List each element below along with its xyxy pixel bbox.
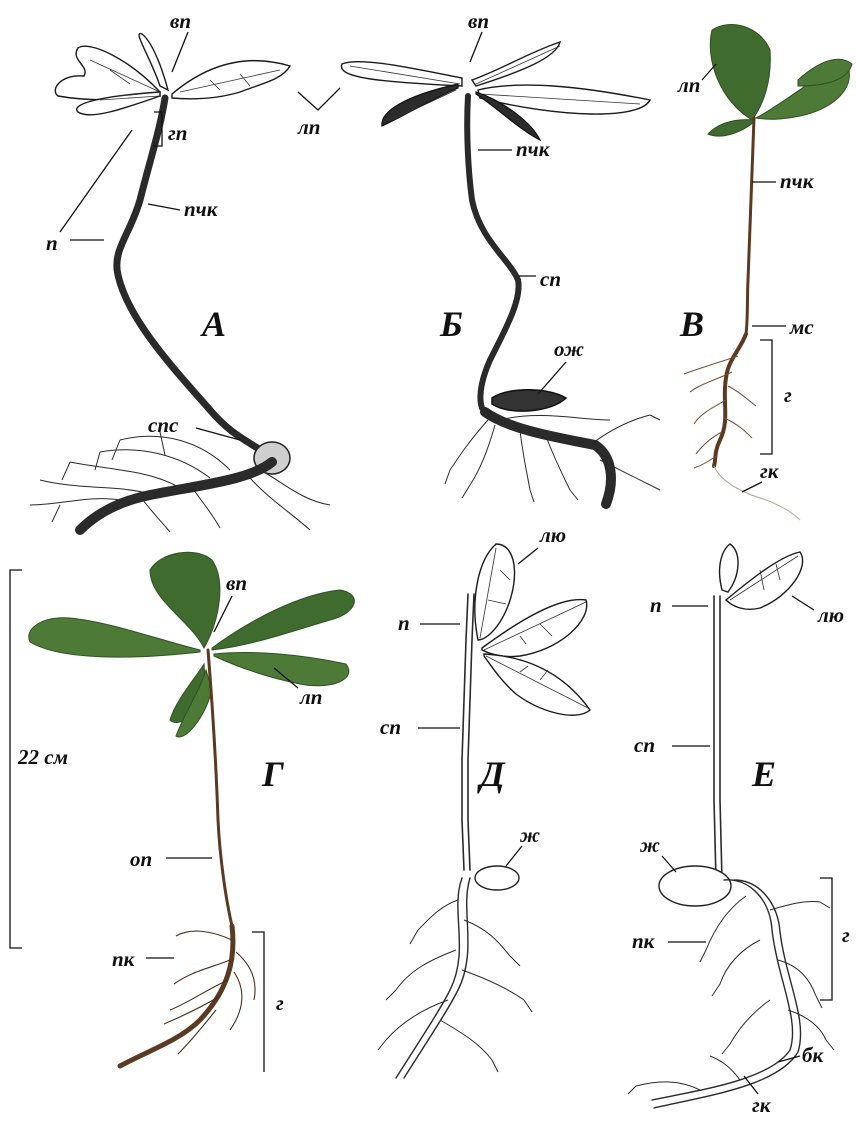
panel-e-label-gk: гк [752, 1093, 772, 1117]
panel-d: лю п сп ж Д [378, 523, 590, 1078]
panel-a: вп гп п пчк лп спс А [30, 9, 340, 532]
panel-e-bracket-g [820, 878, 832, 1000]
panel-e-label-p: п [650, 593, 662, 617]
panel-g-label-lp: лп [299, 685, 322, 709]
panel-g-leaves [29, 552, 355, 737]
panel-v-letter: В [679, 304, 704, 344]
panel-v-label-pchk: пчк [780, 169, 815, 193]
panel-b-leaves [341, 42, 650, 140]
panel-b-label-vp: вп [468, 9, 489, 33]
panel-e-label-lyu: лю [817, 603, 844, 627]
panel-a-leader-p [60, 130, 132, 240]
panel-g-label-vp: вп [226, 571, 247, 595]
panel-g-label-g: г [276, 991, 284, 1015]
panel-a-label-sps: спс [148, 413, 179, 437]
panel-a-label-vp: вп [170, 9, 191, 33]
panel-g-label-op: оп [130, 847, 152, 871]
panel-g-letter: Г [261, 754, 284, 794]
panel-a-leaves [55, 34, 290, 115]
panel-e-label-pk: пк [632, 929, 656, 953]
panel-d-label-sp: сп [380, 715, 401, 739]
panel-v-label-lp: лп [677, 73, 700, 97]
panel-e-label-bk: бк [802, 1043, 824, 1067]
panel-g-bracket-g [252, 932, 264, 1072]
panel-e-letter: Е [751, 754, 776, 794]
panel-a-label-pchk: пчк [184, 197, 219, 221]
panel-g-label-size: 22 см [17, 745, 68, 769]
panel-d-label-lyu: лю [539, 523, 566, 547]
panel-g-label-pk: пк [112, 947, 136, 971]
panel-e-label-g: г [842, 923, 850, 947]
panel-v-roots [684, 356, 800, 520]
panel-e-leaves [720, 544, 803, 609]
panel-v-leaves [708, 24, 852, 136]
panel-g: 22 см вп лп оп пк г Г [10, 552, 354, 1072]
panel-v: лп пчк мс г гк В [677, 24, 852, 520]
panel-b-letter: Б [439, 304, 463, 344]
panel-a-letter: А [200, 304, 226, 344]
panel-b-label-pchk: пчк [516, 137, 551, 161]
panel-d-leaves [475, 544, 590, 715]
panel-d-label-zh: ж [519, 823, 540, 847]
panel-e-label-sp: сп [634, 733, 655, 757]
panel-a-leader-vp [172, 32, 188, 72]
panel-a-label-gp: гп [168, 121, 187, 145]
panel-d-label-p: п [398, 611, 410, 635]
panel-d-roots [378, 900, 532, 1072]
panel-b: вп пчк сп ож Б [341, 9, 660, 504]
panel-e-label-zh: ж [639, 833, 660, 857]
panel-a-label-p: п [46, 231, 58, 255]
panel-d-letter: Д [477, 754, 506, 794]
panel-v-label-ms: мс [789, 315, 814, 339]
panel-e: п лю сп ж пк г бк гк Е [628, 544, 850, 1117]
panel-b-roots [445, 415, 660, 502]
panel-a-label-lp: лп [297, 115, 320, 139]
panel-v-label-g: г [784, 383, 792, 407]
panel-b-label-sp: сп [540, 267, 561, 291]
panel-v-bracket-g [760, 340, 772, 454]
panel-b-label-ozh: ож [554, 337, 584, 361]
panel-v-label-gk: гк [760, 459, 780, 483]
